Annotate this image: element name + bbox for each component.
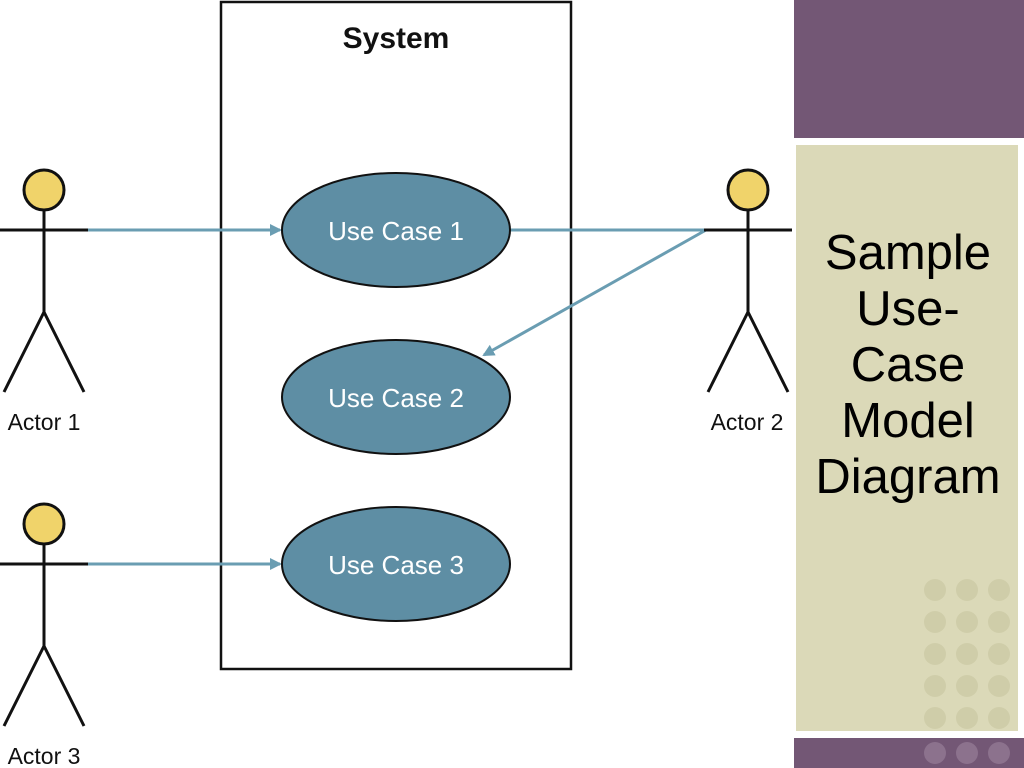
use-case-1: Use Case 1 bbox=[281, 172, 511, 288]
slide-title-line: Case bbox=[850, 338, 966, 392]
slide-title: Sample Use- Case Model Diagram bbox=[800, 225, 1016, 505]
association-actor2-uc2 bbox=[482, 228, 707, 357]
decor-dot bbox=[924, 675, 946, 697]
decor-dot bbox=[956, 675, 978, 697]
decor-dot bbox=[924, 742, 946, 764]
slide-title-line: Diagram bbox=[815, 450, 1001, 504]
decor-dot bbox=[924, 643, 946, 665]
use-case-diagram: System Use Case 1 Use Case 2 Use Case 3 … bbox=[0, 0, 792, 768]
use-case-2: Use Case 2 bbox=[281, 339, 511, 455]
accent-block-bottom bbox=[794, 738, 1024, 768]
use-case-3: Use Case 3 bbox=[281, 506, 511, 622]
actor-2-head bbox=[726, 168, 770, 212]
decor-dot bbox=[924, 611, 946, 633]
decor-dot bbox=[988, 707, 1010, 729]
actor-3 bbox=[0, 502, 88, 727]
title-panel bbox=[794, 143, 1020, 733]
actor-2 bbox=[704, 168, 792, 393]
accent-block-top bbox=[794, 0, 1024, 138]
use-case-3-label: Use Case 3 bbox=[328, 550, 464, 580]
decor-dot bbox=[988, 675, 1010, 697]
system-label: System bbox=[343, 22, 450, 55]
decor-dot bbox=[924, 579, 946, 601]
decor-dot bbox=[956, 707, 978, 729]
decor-dot bbox=[988, 742, 1010, 764]
decor-dot bbox=[988, 611, 1010, 633]
actor-1 bbox=[0, 168, 88, 393]
slide-title-line: Model bbox=[841, 394, 975, 448]
actor-3-head bbox=[22, 502, 66, 546]
actor-2-label: Actor 2 bbox=[711, 409, 784, 435]
decor-dot bbox=[956, 579, 978, 601]
actor-1-label: Actor 1 bbox=[8, 409, 81, 435]
slide-title-line: Sample bbox=[824, 226, 992, 280]
actor-3-label: Actor 3 bbox=[8, 743, 81, 768]
decor-dot bbox=[988, 643, 1010, 665]
decor-dot bbox=[956, 643, 978, 665]
decor-dot bbox=[924, 707, 946, 729]
use-case-1-label: Use Case 1 bbox=[328, 216, 464, 246]
use-case-2-label: Use Case 2 bbox=[328, 383, 464, 413]
decor-dot bbox=[988, 579, 1010, 601]
decor-dot bbox=[956, 611, 978, 633]
system-boundary bbox=[219, 0, 573, 671]
actor-1-head bbox=[22, 168, 66, 212]
slide-title-line: Use- bbox=[856, 282, 960, 336]
decor-dot bbox=[956, 742, 978, 764]
